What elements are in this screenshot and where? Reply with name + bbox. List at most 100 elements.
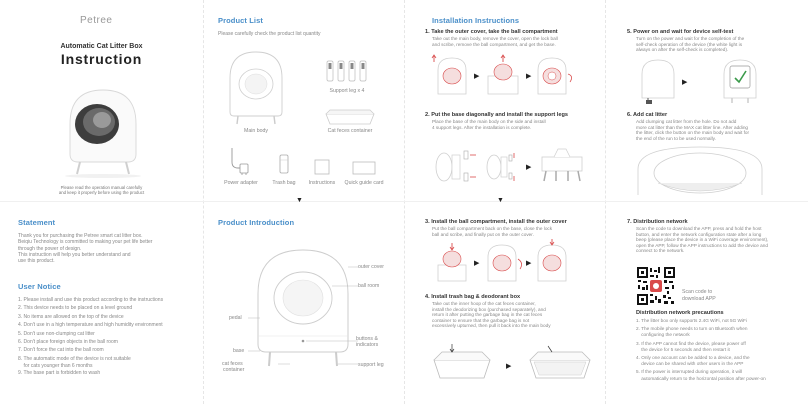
horizontal-fold [0,201,808,202]
caption-support-leg: Support leg x 4 [329,88,365,94]
notice-item: 9. The base part is forbidden to wash [18,370,101,377]
step-1-illustration: ▶ ▶ [431,54,572,95]
litter-box-illustration [65,89,141,178]
step-4-illustration: ▶ [433,344,591,379]
precaution-item: automatically return to the horizontal p… [636,375,766,381]
step-body-line: the litter, click the button on the main… [636,130,750,135]
step-body-line: excessively upturned, then pull it back … [432,323,551,328]
svg-text:▶: ▶ [474,260,480,267]
precaution-item: 3. If the APP cannot find the device, pl… [636,340,746,346]
step-body-line: the end of the run to be used normally. [636,135,716,141]
fold-line [404,0,405,404]
step-body-line: Take out the main body, remove the cover… [432,36,558,41]
label-buttons-1: buttons & [356,336,378,342]
user-notice-list: 1. Please install and use this product a… [18,296,200,378]
caption-feces-container: Cat feces container [327,128,373,134]
step-body-line: Put the ball compartment back on the bas… [432,226,553,231]
scan-caption-line: Scan code to [682,289,713,295]
precaution-item: 1. The litter box only supports 2.4G WiF… [636,318,747,323]
statement-line: through the power of design. [18,245,82,252]
user-notice-heading: User Notice [18,282,61,291]
trash-bag-icon [279,154,289,174]
caption-instructions: Instructions [308,180,336,186]
quick-guide-icon [352,161,376,175]
statement-line: use this product. [18,258,55,265]
step-7-title: 7. Distribution network [627,219,688,225]
instructions-icon [314,159,330,175]
statement-text: Thank you for purchasing the Petree smar… [18,233,198,264]
step-2-illustration: ▶ [435,148,583,182]
precaution-item: 4. Only one account can be added to a de… [636,355,750,361]
caption-trash-bag: Trash bag [272,180,296,186]
label-outer-cover: outer cover [358,264,384,270]
step-3-illustration: ▶ ▶ [437,239,567,282]
statement-line: Beiqiu Technology is committed to making… [18,239,153,246]
step-7-body: Scan the code to download the APP, press… [636,226,768,254]
precaution-item: the device for 5 seconds and then restar… [636,346,730,352]
step-6-body: Add clumping cat litter from the hole. D… [636,119,749,141]
install-step-1-body: Take out the main body, remove the cover… [432,36,558,47]
precaution-item: 2. The mobile phone needs to turn on Blu… [636,326,748,332]
step-body-line: always on after the self-check is comple… [636,47,729,52]
notice-item: 5. Don't use non-clumping cat litter [18,330,95,337]
install-step-3-title: 3. Install the ball compartment, install… [425,219,567,225]
step-5-title: 5. Power on and wait for device self-tes… [627,29,734,35]
step-body-line: open the APP, follow the APP instruction… [636,242,768,248]
statement-line: Thank you for purchasing the Petree smar… [18,233,143,239]
step-body-line: connect to the network. [636,248,685,253]
step-body-line: Add clumping cat litter from the hole. D… [636,119,737,124]
brand-logo: Petree [80,15,113,26]
notice-item: 4. Don't use in a high temperature and h… [18,322,163,329]
svg-text:▶: ▶ [526,260,532,267]
step-body-line: install the deodorizing box (purchased s… [432,306,546,312]
label-feces-1: cat feces [222,361,243,367]
install-step-1-title: 1. Take the outer cover, take the ball c… [425,29,558,35]
qr-code[interactable] [636,266,676,306]
svg-text:▶: ▶ [526,73,532,80]
svg-text:▶: ▶ [474,73,480,80]
cover-title: Instruction [60,51,143,67]
fold-line [605,0,606,404]
caption-power-adapter: Power adapter [224,180,258,186]
scan-caption: Scan code to download APP [682,289,716,302]
caption-main-body: Main body [244,128,268,134]
install-step-4-body: Take out the inner hoop of the cat feces… [432,301,551,329]
notice-item: 2. This device needs to be placed on a l… [18,305,133,312]
step-6-title: 6. Add cat litter [627,112,668,118]
product-intro-heading: Product Introduction [218,218,295,227]
power-adapter-icon [231,148,249,175]
precautions-title: Distribution network precautions [636,310,724,316]
label-base: base [233,348,245,354]
step-body-line: and scribe, remove the ball compartment,… [432,41,556,47]
installation-heading: Installation Instructions [432,16,520,25]
product-list-heading: Product List [218,16,263,25]
precaution-item: 5. If the power is interrupted during op… [636,369,743,375]
fold-line [203,0,204,404]
precaution-item: device can be shared with other users in… [636,361,744,367]
cover-note-1: Please read the operation manual careful… [60,185,143,190]
label-ball-room: ball room [358,283,380,289]
statement-heading: Statement [18,218,56,227]
label-feces-2: container [223,367,245,373]
step-body-line: Place the base of the main body on the s… [432,119,546,124]
product-diagram [248,249,358,367]
step-body-line: beep (please place the device in a WiFi … [636,237,769,242]
precautions-list: 1. The litter box only supports 2.4G WiF… [636,318,766,382]
down-arrow-icon: ▼ [497,197,504,204]
step-body-line: return it after putting the garbage bag … [432,312,543,317]
statement-line: This instruction will help you better un… [18,251,131,258]
svg-text:▶: ▶ [526,164,532,171]
step-body-line: button, and enter the network configurat… [636,231,762,237]
step-5-body: Turn on the power and wait for the compl… [636,36,744,53]
label-support-leg: support leg [358,362,384,368]
notice-item: 7. Don't force the cat into the ball roo… [18,347,104,354]
install-step-4-title: 4. Install trash bag & deodorant box [425,294,521,300]
precaution-item: configuring the network [636,332,690,338]
scan-caption-line: download APP [682,295,716,302]
step-5-illustration: ▶ [641,59,757,104]
step-6-illustration [637,146,763,195]
svg-text:▶: ▶ [506,363,512,370]
notice-item: 6. Don't place foreign objects in the ba… [18,339,118,346]
install-step-2-body: Place the base of the main body on the s… [432,119,546,130]
step-body-line: self-check operation of the device (the … [636,41,743,47]
